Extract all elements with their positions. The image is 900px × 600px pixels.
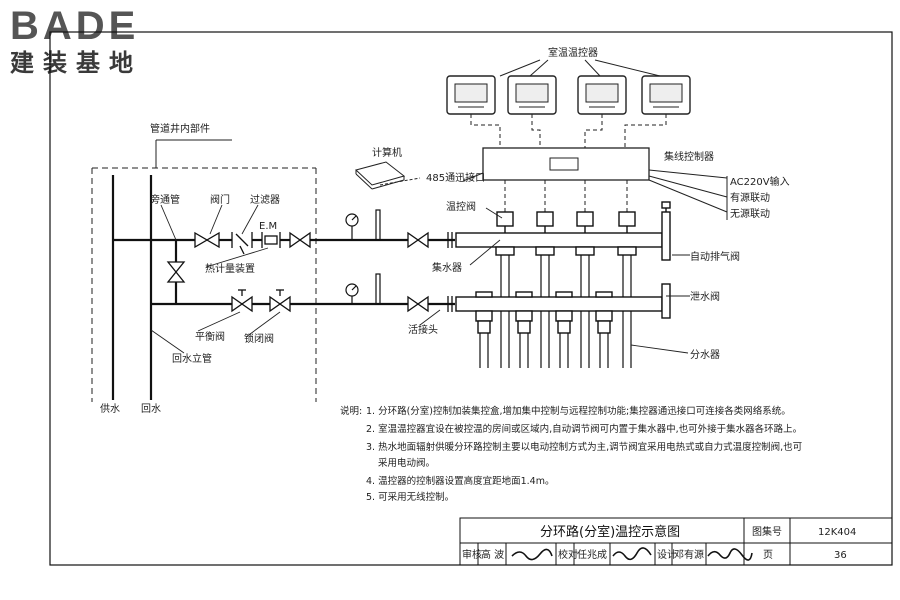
return-thermometer-icon — [375, 273, 381, 305]
note-line: 2. 室温温控器宜设在被控温的房间或区域内,自动调节阀可内置于集水器中,也可外接… — [366, 423, 802, 435]
power-inputs: AC220V输入 有源联动 无源联动 — [726, 175, 790, 220]
review-label: 审核 — [462, 548, 482, 561]
valve-label: 阀门 — [210, 193, 230, 206]
title-block — [459, 517, 893, 566]
port-485-label: 485通迅接口 — [426, 171, 485, 184]
distributor-manifold — [455, 283, 671, 334]
valve-icon — [194, 231, 220, 249]
thermostat-4 — [641, 75, 691, 115]
distributor-label: 分水器 — [690, 349, 720, 361]
temp-valve-label: 温控阀 — [446, 200, 476, 213]
thermostat-1 — [446, 75, 496, 115]
note-line: 1. 分环路(分室)控制加装集控盒,增加集中控制与远程控制功能;集控器通迅接口可… — [366, 405, 791, 417]
notes: 说明: 1. 分环路(分室)控制加装集控盒,增加集中控制与远程控制功能;集控器通… — [340, 405, 802, 503]
notes-prefix: 说明: — [340, 405, 362, 417]
logo-subtext: 建装基地 — [10, 49, 142, 77]
supply-thermometer-icon — [375, 209, 381, 241]
design-label: 设计 — [657, 548, 677, 561]
page-label: 页 — [763, 549, 773, 561]
em-label: E.M — [259, 221, 277, 232]
lock-valve-label: 锁闭阀 — [244, 332, 274, 345]
reviewer-name: 高 波 — [481, 548, 504, 561]
leader-lines — [150, 204, 690, 354]
auto-air-vent-label: 自动排气阀 — [690, 250, 740, 263]
check-label: 校对 — [558, 548, 578, 561]
supply-valve-2-icon — [289, 231, 311, 249]
supply-union-valve-icon — [407, 231, 453, 249]
passive-link-label: 无源联动 — [730, 207, 770, 220]
filter-label: 过滤器 — [250, 193, 280, 206]
union-label: 活接头 — [408, 323, 438, 336]
supply-water-label: 供水 — [100, 402, 120, 415]
designer-name: 邓有源 — [674, 548, 704, 561]
bypass-pipe-label: 旁通管 — [150, 193, 180, 206]
collector-label: 集水器 — [432, 261, 462, 274]
lock-valve-icon — [269, 289, 291, 313]
thermostat-2 — [507, 75, 557, 115]
return-union-valve-icon — [407, 295, 453, 313]
bypass-valve-icon — [166, 261, 186, 283]
balance-valve-label: 平衡阀 — [195, 330, 225, 343]
thermostats — [446, 59, 691, 148]
distributor-loops — [479, 333, 609, 368]
shaft-box — [91, 139, 317, 402]
atlas-label: 图集号 — [752, 525, 782, 538]
thermostat-3 — [577, 75, 627, 115]
note-line: 3. 热水地面辐射供暖分环路控制主要以电动控制方式为主,调节阀宜采用电热式或自力… — [366, 441, 802, 453]
supply-gauge-icon — [345, 213, 359, 240]
page-number: 36 — [834, 550, 847, 561]
drain-valve-label: 泄水阀 — [690, 290, 720, 303]
note-line: 5. 可采用无线控制。 — [366, 491, 454, 503]
heat-meter-label: 热计量装置 — [205, 262, 255, 275]
logo-text: BADE — [10, 4, 140, 48]
bade-logo: BADE 建装基地 — [10, 4, 190, 78]
note-line: 采用电动阀。 — [378, 457, 435, 469]
computer-label: 计算机 — [372, 146, 402, 159]
checker-name: 任兆成 — [577, 548, 607, 561]
heat-meter-icon — [261, 232, 281, 248]
temp-valve-icons — [496, 211, 636, 233]
balance-valve-icon — [231, 289, 253, 313]
ac220v-input-label: AC220V输入 — [730, 175, 790, 188]
hub-controller-label: 集线控制器 — [664, 150, 714, 163]
atlas-number: 12K404 — [818, 527, 856, 538]
hub-controller — [462, 147, 728, 213]
return-water-label: 回水 — [141, 403, 161, 415]
active-link-label: 有源联动 — [730, 191, 770, 204]
drawing-title: 分环路(分室)温控示意图 — [540, 524, 680, 540]
note-line: 4. 温控器的控制器设置高度宜距地面1.4m。 — [366, 475, 554, 487]
shaft-section-label: 管道井内部件 — [150, 122, 210, 135]
filter-icon — [231, 232, 253, 255]
computer-icon — [355, 161, 421, 190]
return-gauge-icon — [345, 283, 359, 304]
risers — [111, 175, 153, 400]
collector-manifold — [455, 201, 671, 261]
room-thermostat-label: 室温温控器 — [548, 46, 598, 59]
return-riser-label: 回水立管 — [172, 352, 212, 365]
